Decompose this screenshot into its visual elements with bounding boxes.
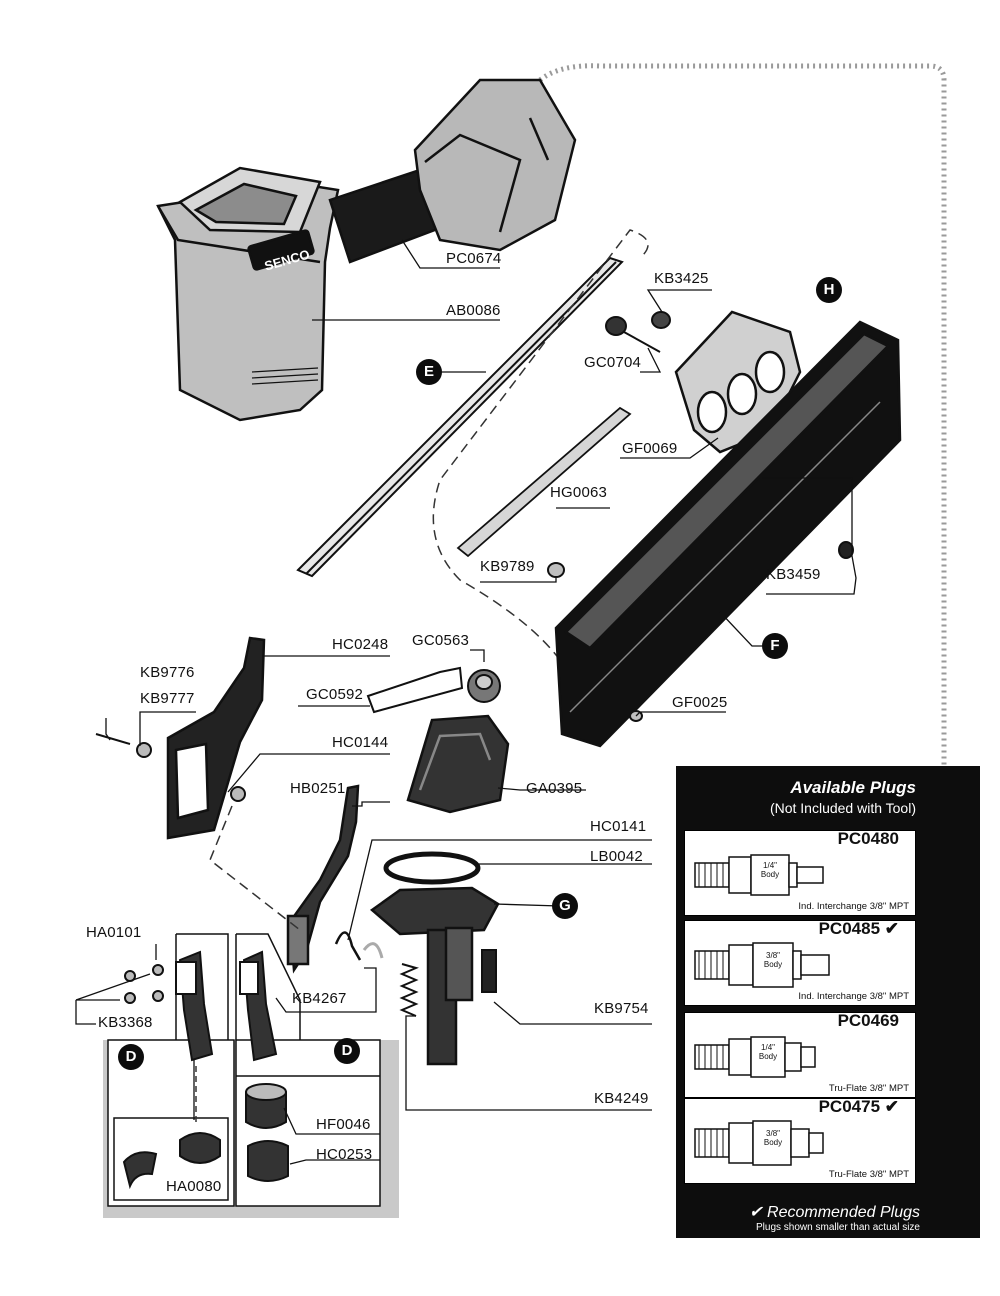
plug-code: PC0469 bbox=[837, 1011, 899, 1030]
part-label-hc0144: HC0144 bbox=[332, 734, 389, 751]
part-label-kb9754: KB9754 bbox=[594, 1000, 649, 1017]
plug-body-size: 3/8"Body bbox=[763, 1129, 783, 1147]
plug-body-size: 1/4"Body bbox=[758, 1043, 778, 1061]
plug-icon bbox=[694, 854, 824, 896]
part-label-hc0248: HC0248 bbox=[332, 636, 389, 653]
trigger-parts bbox=[124, 950, 278, 1062]
part-label-kb3368: KB3368 bbox=[98, 1014, 153, 1031]
o-ring bbox=[383, 851, 481, 885]
callout-d-right: D bbox=[334, 1038, 360, 1064]
part-label-kb3425: KB3425 bbox=[654, 270, 709, 287]
part-label-kb9776: KB9776 bbox=[140, 664, 195, 681]
part-label-hg0063: HG0063 bbox=[550, 484, 608, 501]
recommended-plugs-label: ✔ Recommended Plugs bbox=[749, 1204, 920, 1221]
callout-g: G bbox=[552, 893, 578, 919]
spring-plate bbox=[366, 666, 464, 714]
spring bbox=[399, 963, 419, 1017]
callout-f: F bbox=[762, 633, 788, 659]
part-label-kb4267: KB4267 bbox=[292, 990, 347, 1007]
part-label-ab0086: AB0086 bbox=[446, 302, 501, 319]
pusher-rail bbox=[296, 256, 624, 578]
piston bbox=[369, 886, 500, 1066]
side-bracket bbox=[166, 636, 266, 840]
part-label-gc0563: GC0563 bbox=[412, 632, 470, 649]
part-label-kb9789: KB9789 bbox=[480, 558, 535, 575]
plugs-subtitle: (Not Included with Tool) bbox=[769, 800, 916, 816]
plug-icon bbox=[694, 1036, 816, 1078]
plug-icon bbox=[694, 942, 830, 988]
plug-icon bbox=[694, 1120, 824, 1166]
plugs-title: Available Plugs bbox=[790, 778, 916, 797]
plug-code: PC0475 ✔ bbox=[818, 1097, 899, 1116]
part-label-kb4249: KB4249 bbox=[594, 1090, 649, 1107]
part-label-hf0046: HF0046 bbox=[316, 1116, 371, 1133]
part-label-hb0251: HB0251 bbox=[290, 780, 346, 797]
plug-body-size: 1/4"Body bbox=[760, 861, 780, 879]
callout-e: E bbox=[416, 359, 442, 385]
plug-desc: Tru-Flate 3/8" MPT bbox=[828, 1083, 909, 1094]
plug-desc: Ind. Interchange 3/8" MPT bbox=[798, 901, 909, 912]
fasteners bbox=[467, 311, 854, 722]
plug-desc: Ind. Interchange 3/8" MPT bbox=[798, 991, 909, 1002]
part-label-gc0704: GC0704 bbox=[584, 354, 642, 371]
part-label-ha0101: HA0101 bbox=[86, 924, 142, 941]
part-label-ha0080: HA0080 bbox=[166, 1178, 222, 1195]
part-label-gf0025: GF0025 bbox=[672, 694, 728, 711]
part-label-hc0141: HC0141 bbox=[590, 818, 647, 835]
available-plugs-panel: Available Plugs (Not Included with Tool)… bbox=[676, 766, 980, 1238]
part-label-kb9777: KB9777 bbox=[140, 690, 195, 707]
plug-card: PC0485 ✔ 3/8"Body Ind. Interchange 3/8" … bbox=[684, 919, 916, 1006]
callout-d-left: D bbox=[118, 1044, 144, 1070]
plug-code: PC0480 bbox=[837, 829, 899, 848]
cylinder-cap bbox=[156, 166, 340, 422]
leader-lines bbox=[75, 239, 857, 1165]
plug-card: PC0480 1/4"Body Ind. Interchange 3/8" MP… bbox=[684, 829, 916, 916]
part-label-gf0069: GF0069 bbox=[622, 440, 678, 457]
plug-code: PC0485 ✔ bbox=[818, 919, 899, 938]
plug-body-size: 3/8"Body bbox=[763, 951, 783, 969]
handle bbox=[328, 78, 577, 264]
part-label-kb3459: KB3459 bbox=[766, 566, 821, 583]
part-label-pc0674: PC0674 bbox=[446, 250, 502, 267]
part-label-hc0253: HC0253 bbox=[316, 1146, 373, 1163]
part-label-lb0042: LB0042 bbox=[590, 848, 643, 865]
driver-blade bbox=[286, 784, 360, 974]
plug-desc: Tru-Flate 3/8" MPT bbox=[828, 1169, 909, 1180]
latch-assembly bbox=[406, 714, 510, 814]
part-label-gc0592: GC0592 bbox=[306, 686, 364, 703]
plug-card: PC0469 1/4"Body Tru-Flate 3/8" MPT bbox=[684, 1011, 916, 1098]
bushings bbox=[122, 1083, 289, 1190]
magazine-body bbox=[554, 320, 902, 748]
callout-h: H bbox=[816, 277, 842, 303]
plug-card: PC0475 ✔ 3/8"Body Tru-Flate 3/8" MPT bbox=[684, 1097, 916, 1184]
plugs-size-note: Plugs shown smaller than actual size bbox=[756, 1222, 920, 1233]
part-label-ga0395: GA0395 bbox=[526, 780, 583, 797]
guide-strip bbox=[456, 406, 632, 558]
